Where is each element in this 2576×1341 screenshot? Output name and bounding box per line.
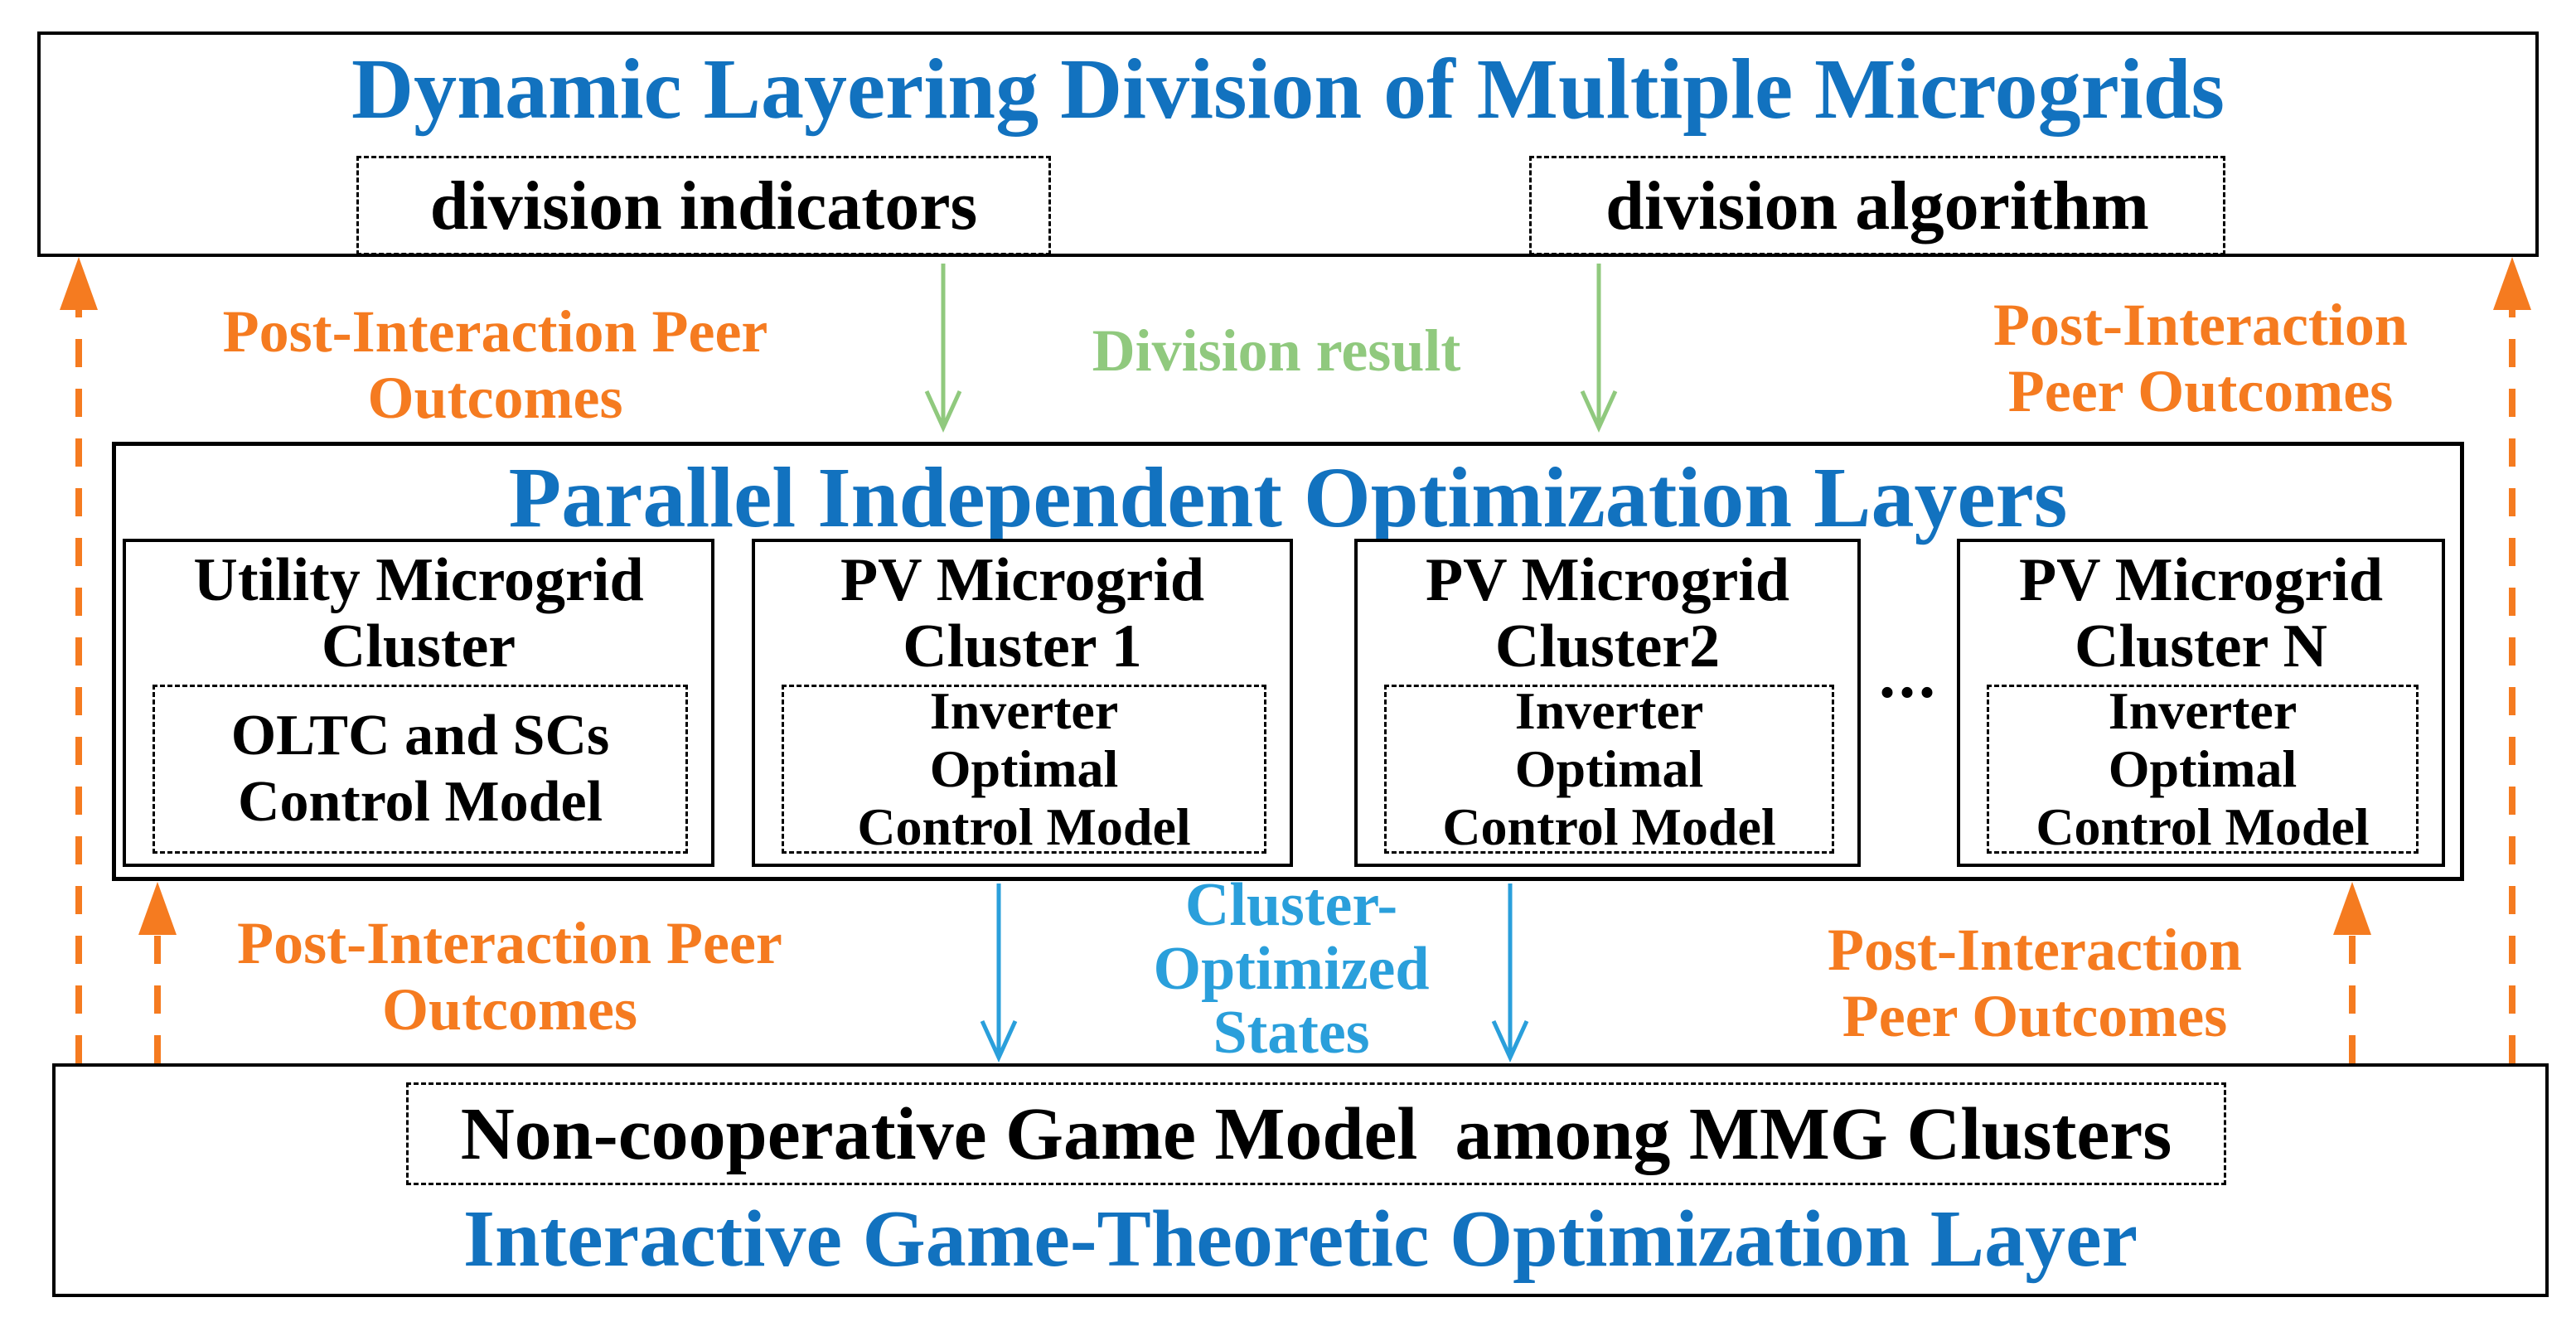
cluster-states-line2: Optimized (1153, 935, 1430, 1003)
cluster1-title-line2: Cluster (321, 612, 516, 680)
non-cooperative-game-model-box: Non-cooperative Game Model among MMG Clu… (406, 1082, 2226, 1185)
pv-microgrid-cluster2-title: PV Microgrid Cluster2 (1358, 547, 1857, 680)
cluster-states-arrow-left-icon (980, 884, 1018, 1063)
division-indicators-box: division indicators (356, 156, 1051, 255)
cluster4-model-line3: Control Model (2036, 797, 2370, 856)
bottom-layer-title: Interactive Game-Theoretic Optimization … (462, 1194, 2138, 1284)
pv-microgrid-cluster2-box: PV Microgrid Cluster2 Inverter Optimal C… (1354, 539, 1861, 867)
inverter-optimal-control-model-box-2: Inverter Optimal Control Model (1384, 681, 1834, 856)
peer-outcomes-bottom-left-line2: Outcomes (382, 976, 637, 1043)
cluster3-title-line2: Cluster2 (1494, 612, 1721, 680)
inverter-optimal-control-model-box-1: Inverter Optimal Control Model (782, 681, 1266, 856)
utility-microgrid-cluster-box: Utility Microgrid Cluster OLTC and SCs C… (123, 539, 714, 867)
cluster1-model-line2: Control Model (237, 770, 603, 834)
peer-outcomes-top-right-line1: Post-Interaction (1993, 292, 2408, 358)
peer-outcomes-arrow-outer-left-icon (60, 257, 98, 1063)
cluster4-model-line2: Optimal (2108, 739, 2298, 798)
cluster1-title-line1: Utility Microgrid (193, 546, 644, 614)
bottom-layer-box (52, 1063, 2549, 1297)
cluster1-model-line1: OLTC and SCs (230, 704, 610, 767)
top-layer-title: Dynamic Layering Division of Multiple Mi… (351, 41, 2225, 137)
cluster2-model-line2: Optimal (929, 739, 1119, 798)
pv-microgrid-cluster1-title: PV Microgrid Cluster 1 (755, 547, 1290, 680)
cluster2-model-line3: Control Model (857, 797, 1191, 856)
peer-outcomes-bottom-right-line1: Post-Interaction (1828, 917, 2242, 983)
top-layer-box (37, 31, 2539, 257)
cluster4-title-line1: PV Microgrid (2018, 546, 2384, 614)
cluster2-title-line2: Cluster 1 (903, 612, 1142, 680)
cluster2-title-line1: PV Microgrid (840, 546, 1205, 614)
pv-microgrid-clusterN-box: PV Microgrid Cluster N Inverter Optimal … (1957, 539, 2445, 867)
inverter-optimal-control-model-box-N: Inverter Optimal Control Model (1987, 681, 2419, 856)
cluster3-model-line2: Optimal (1514, 739, 1704, 798)
peer-outcomes-top-right-line2: Peer Outcomes (2007, 358, 2394, 424)
utility-microgrid-cluster-title: Utility Microgrid Cluster (126, 547, 711, 680)
peer-outcomes-top-left-line1: Post-Interaction Peer (222, 298, 768, 365)
division-result-arrow-left-icon (924, 264, 962, 433)
peer-outcomes-label-bottom-left: Post-Interaction Peer Outcomes (137, 910, 883, 1043)
cluster4-model-line1: Inverter (2108, 681, 2298, 740)
non-cooperative-game-model-label: Non-cooperative Game Model among MMG Clu… (460, 1092, 2172, 1175)
pv-microgrid-clusterN-title: PV Microgrid Cluster N (1960, 547, 2442, 680)
peer-outcomes-top-left-line2: Outcomes (367, 365, 623, 431)
more-clusters-ellipsis: ... (1879, 639, 1939, 712)
cluster3-model-line3: Control Model (1442, 797, 1776, 856)
division-result-text: Division result (1092, 317, 1461, 384)
peer-outcomes-label-top-right: Post-Interaction Peer Outcomes (1869, 292, 2532, 424)
peer-outcomes-label-bottom-right: Post-Interaction Peer Outcomes (1703, 917, 2366, 1049)
division-result-label: Division result (986, 317, 1566, 384)
pv-microgrid-cluster1-box: PV Microgrid Cluster 1 Inverter Optimal … (752, 539, 1293, 867)
division-indicators-label: division indicators (429, 167, 978, 244)
division-algorithm-box: division algorithm (1529, 156, 2225, 255)
cluster2-model-line1: Inverter (929, 681, 1119, 740)
peer-outcomes-bottom-right-line2: Peer Outcomes (1842, 983, 2228, 1049)
cluster3-model-line1: Inverter (1514, 681, 1704, 740)
division-algorithm-label: division algorithm (1605, 167, 2149, 244)
peer-outcomes-bottom-left-line1: Post-Interaction Peer (237, 910, 782, 976)
cluster3-title-line1: PV Microgrid (1425, 546, 1790, 614)
cluster-optimized-states-label: Cluster- Optimized States (1063, 874, 1519, 1065)
middle-layer-title: Parallel Independent Optimization Layers (508, 450, 2068, 545)
cluster-states-line3: States (1213, 999, 1370, 1067)
cluster-states-line1: Cluster- (1184, 871, 1398, 939)
peer-outcomes-label-top-left: Post-Interaction Peer Outcomes (120, 298, 870, 431)
cluster4-title-line2: Cluster N (2075, 612, 2327, 680)
division-result-arrow-right-icon (1580, 264, 1618, 433)
oltc-scs-control-model-box: OLTC and SCs Control Model (153, 685, 688, 854)
